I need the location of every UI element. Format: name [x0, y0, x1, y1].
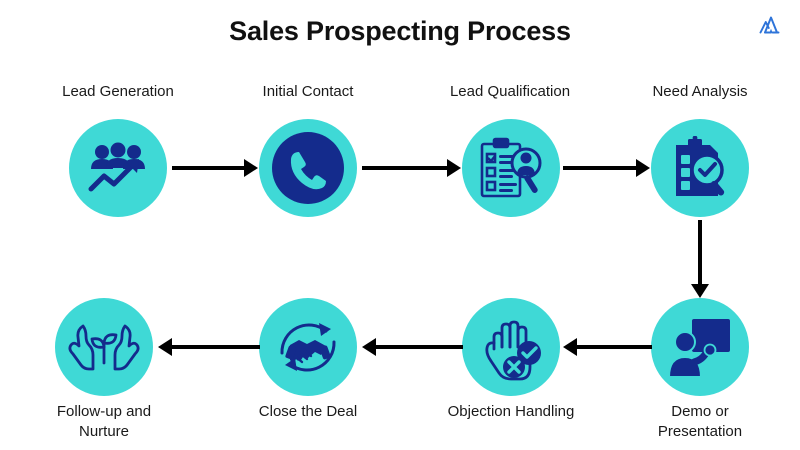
arrow-head-down-icon [691, 284, 709, 298]
step-label-line-1: Demo or [671, 403, 729, 420]
presenter-whiteboard-icon [666, 315, 734, 379]
arrow-2-to-3 [362, 159, 463, 177]
arrow-head-left-icon [563, 338, 577, 356]
step-node-lead-qualification[interactable] [462, 119, 560, 217]
page-title: Sales Prospecting Process [229, 16, 571, 46]
step-label-demo-or-presentation: Demo or Presentation [615, 402, 785, 443]
step-node-need-analysis[interactable] [651, 119, 749, 217]
step-label-initial-contact: Initial Contact [262, 83, 354, 100]
step-label-line-2: Presentation [657, 423, 743, 441]
step-label-follow-up-and-nurture: Follow-up and Nurture [19, 402, 189, 443]
step-node-close-the-deal[interactable] [259, 298, 357, 396]
arrow-shaft [172, 166, 246, 170]
step-node-follow-up-and-nurture[interactable] [55, 298, 153, 396]
arrow-shaft [563, 166, 638, 170]
arrow-head-left-icon [362, 338, 376, 356]
step-label-need-analysis: Need Analysis [652, 83, 748, 100]
step-label-line-2: Nurture [78, 423, 130, 441]
step-label-lead-qualification: Lead Qualification [449, 83, 571, 100]
arrow-head-right-icon [636, 159, 650, 177]
arrow-5-to-6 [563, 338, 652, 356]
arrow-3-to-4 [563, 159, 652, 177]
brand-mountain-logo [756, 10, 786, 40]
arrow-head-right-icon [244, 159, 258, 177]
step-node-demo-or-presentation[interactable] [651, 298, 749, 396]
arrow-6-to-7 [362, 338, 463, 356]
arrow-7-to-8 [158, 338, 260, 356]
arrow-shaft [362, 166, 449, 170]
step-node-objection-handling[interactable] [462, 298, 560, 396]
step-label-lead-generation: Lead Generation [62, 83, 174, 100]
people-growth-arrow-icon [87, 139, 149, 197]
step-label-close-the-deal: Close the Deal [258, 403, 358, 420]
arrow-1-to-2 [172, 159, 260, 177]
hand-check-cross-icon [476, 313, 546, 381]
step-node-lead-generation[interactable] [69, 119, 167, 217]
step-label-objection-handling: Objection Handling [447, 403, 575, 420]
arrow-shaft [172, 345, 260, 349]
clipboard-checklist-magnifier-person-icon [478, 136, 544, 200]
arrow-head-right-icon [447, 159, 461, 177]
step-node-initial-contact[interactable] [259, 119, 357, 217]
arrow-shaft [698, 220, 702, 286]
arrow-4-to-5 [691, 220, 709, 300]
arrow-shaft [376, 345, 463, 349]
hands-sprout-nurture-icon [67, 317, 141, 377]
arrow-head-left-icon [158, 338, 172, 356]
arrow-shaft [577, 345, 652, 349]
step-label-line-1: Follow-up and [56, 403, 152, 420]
clipboard-magnifier-check-icon [668, 136, 732, 200]
phone-call-icon [259, 119, 357, 217]
handshake-cycle-icon [273, 312, 343, 382]
